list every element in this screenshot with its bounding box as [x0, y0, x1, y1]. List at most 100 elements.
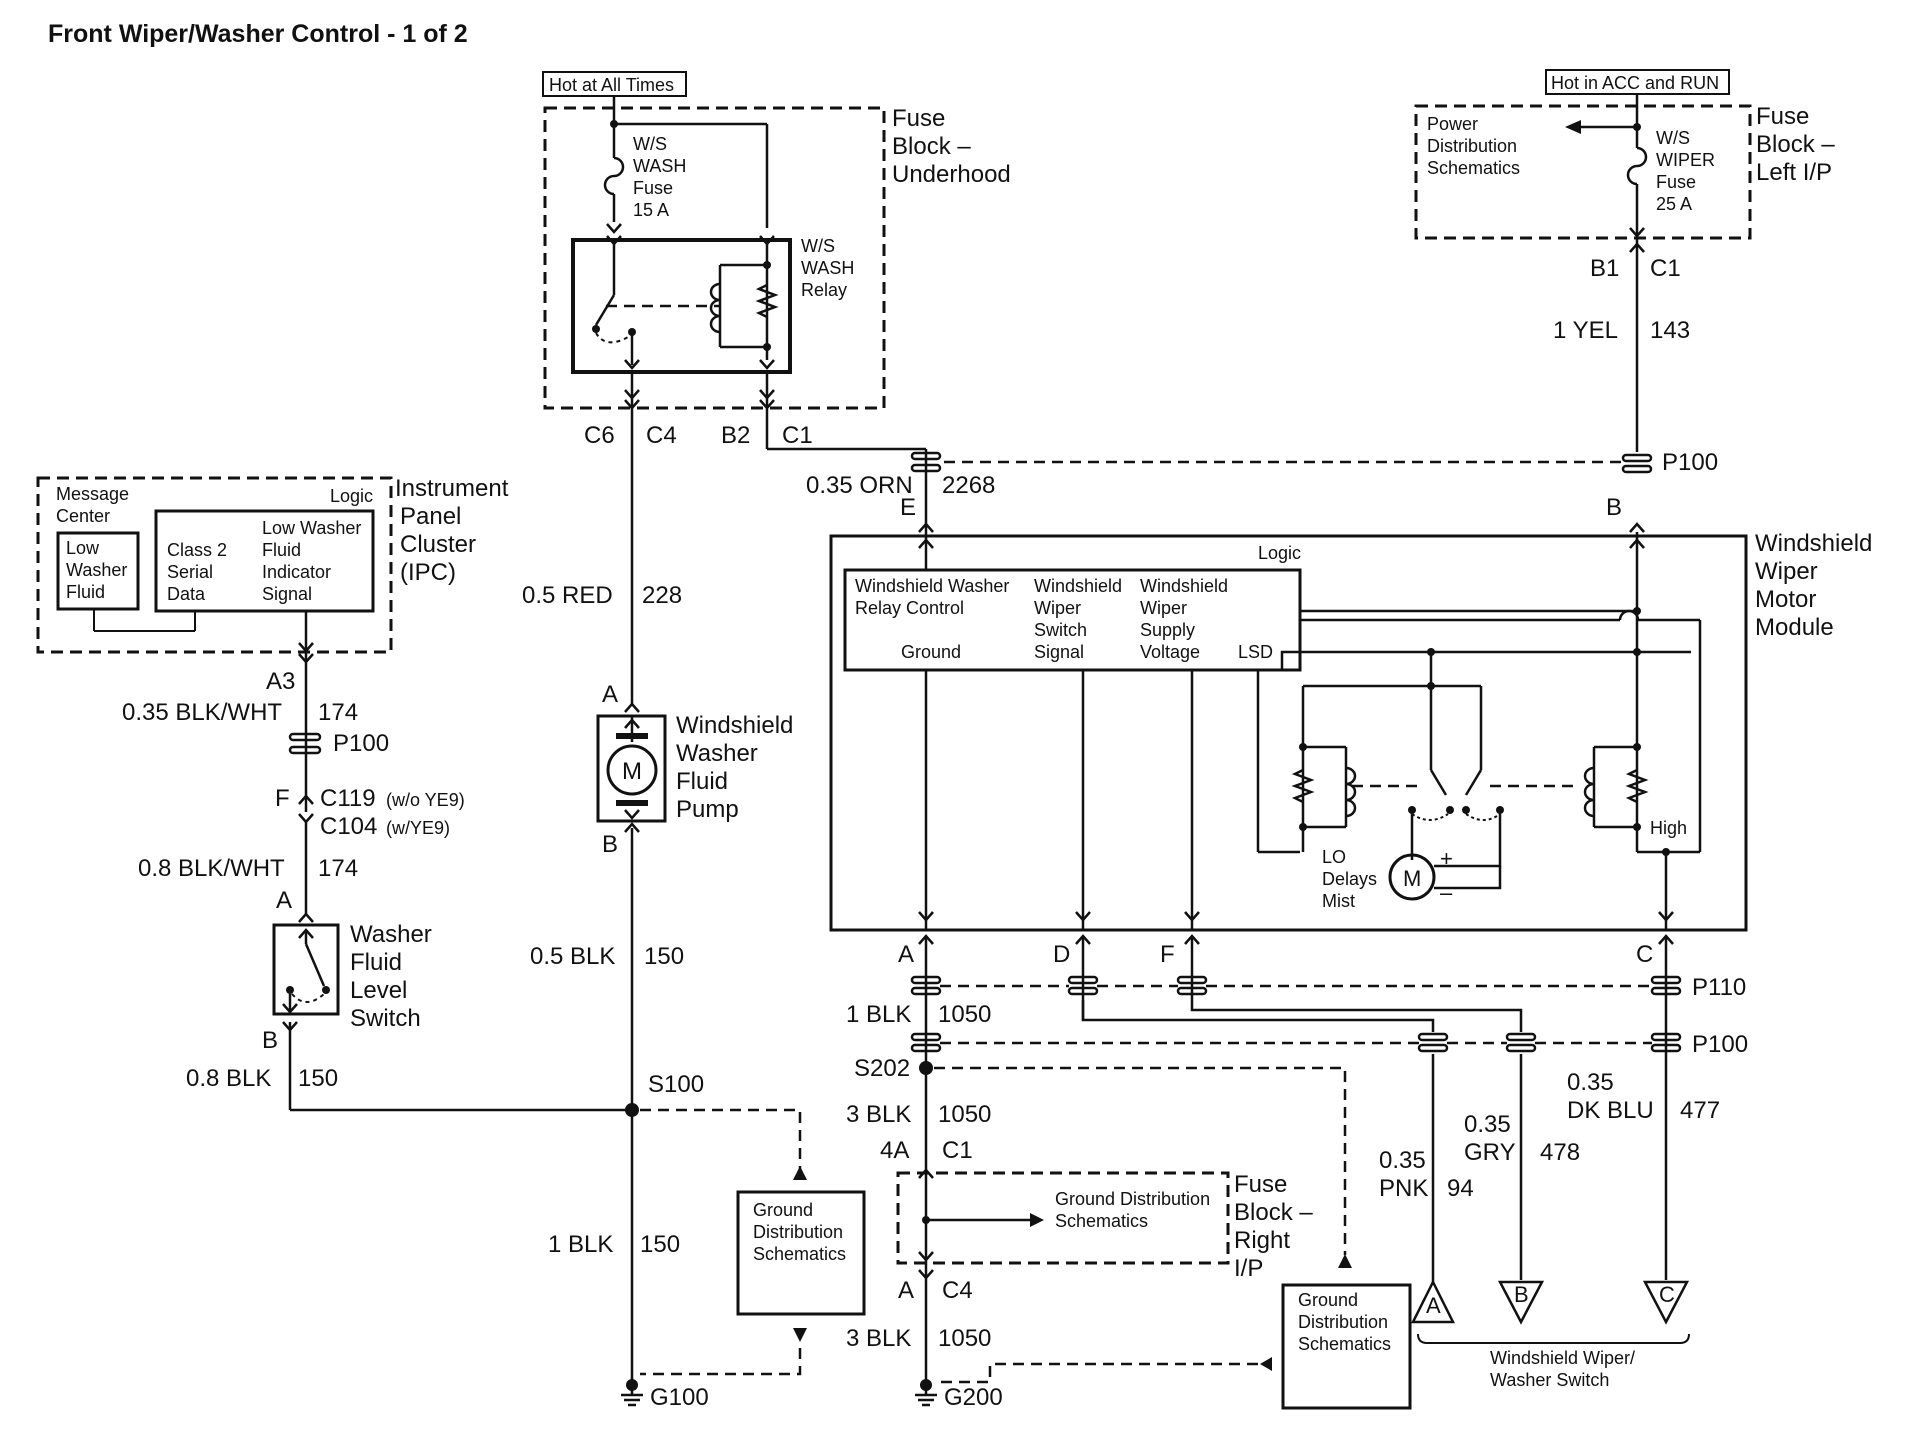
- wire-pnk-gauge2: PNK: [1379, 1175, 1428, 1202]
- relay-control-l2: Relay Control: [855, 598, 964, 618]
- wire-yel-circuit: 143: [1650, 317, 1690, 344]
- ground-g100: G100: [650, 1384, 709, 1411]
- pin-a-right: A: [898, 1277, 914, 1304]
- module-label-l3: Motor: [1755, 586, 1816, 613]
- pin-f-module: F: [1160, 941, 1175, 968]
- pin-f: F: [275, 785, 290, 812]
- module-logic: Logic: [1258, 543, 1301, 563]
- conn-c6: C6: [584, 422, 615, 449]
- splice-s100-label: S100: [648, 1071, 704, 1098]
- diagram-title: Front Wiper/Washer Control - 1 of 2: [48, 20, 468, 48]
- indicator-l3: Indicator: [262, 562, 331, 582]
- gd-right-l2: Distribution: [1298, 1312, 1388, 1332]
- ws-wiper-fuse-l1: W/S: [1656, 128, 1690, 148]
- wire-orn-gauge: 0.35 ORN: [806, 472, 913, 499]
- fuse-block-underhood: Hot at All Times W/S WASH Fuse 15 A: [542, 71, 1011, 449]
- wire-blk-1050-b-gauge: 3 BLK: [846, 1101, 911, 1128]
- hot-at-all-times-label: Hot at All Times: [549, 75, 674, 95]
- ws-wash-fuse-l2: WASH: [633, 156, 686, 176]
- wire-dkblu-gauge2: DK BLU: [1567, 1097, 1654, 1124]
- wire-blkwht-b-circuit: 174: [318, 855, 358, 882]
- power-dist-l2: Distribution: [1427, 136, 1517, 156]
- ws-wash-relay-l2: WASH: [801, 258, 854, 278]
- pin-b-pump: B: [602, 831, 618, 858]
- conn-c1-uh: C1: [782, 422, 813, 449]
- module-label-l2: Wiper: [1755, 558, 1818, 585]
- ground-dist-box-right: [1281, 1283, 1412, 1410]
- washer-fluid-level-switch: Washer Fluid Level Switch B 0.8 BLK 150: [186, 921, 630, 1112]
- fuse-block-underhood-l2: Block –: [892, 133, 971, 160]
- pump-motor-m: M: [622, 758, 642, 785]
- indicator-l1: Low Washer: [262, 518, 361, 538]
- pump-label-l4: Pump: [676, 796, 739, 823]
- offpage-c: C: [1659, 1282, 1675, 1307]
- wire-blk-pump-gauge: 0.5 BLK: [530, 943, 615, 970]
- gd-right-l3: Schematics: [1298, 1334, 1391, 1354]
- pump-label-l1: Windshield: [676, 712, 793, 739]
- pin-a-switch: A: [276, 887, 292, 914]
- conn-b1: B1: [1590, 255, 1619, 282]
- wire-pnk-circuit: 94: [1447, 1175, 1474, 1202]
- offpage-a: A: [1426, 1293, 1441, 1318]
- hot-acc-run-label: Hot in ACC and RUN: [1551, 73, 1719, 93]
- wire-blkwht-a-gauge: 0.35 BLK/WHT: [122, 699, 282, 726]
- pin-a-module: A: [898, 941, 914, 968]
- pump-label-l3: Fluid: [676, 768, 728, 795]
- relay-control-l1: Windshield Washer: [855, 576, 1009, 596]
- pin-e: E: [900, 494, 916, 521]
- class2-l3: Data: [167, 584, 206, 604]
- pin-b-switch: B: [262, 1027, 278, 1054]
- fuse-block-left-l3: Left I/P: [1756, 159, 1832, 186]
- wire-blk-pump-circuit: 150: [644, 943, 684, 970]
- wire-blk-1050-a-gauge: 1 BLK: [846, 1001, 911, 1028]
- wire-blk-switch-gauge: 0.8 BLK: [186, 1065, 271, 1092]
- ipc-label-l2: Panel: [400, 503, 461, 530]
- pin-a-pump: A: [602, 681, 618, 708]
- conn-p100-ipc: P100: [333, 730, 389, 757]
- module-lsd: LSD: [1238, 642, 1273, 662]
- power-dist-l1: Power: [1427, 114, 1478, 134]
- switch-signal-l2: Wiper: [1034, 598, 1081, 618]
- module-high: High: [1650, 818, 1687, 838]
- fuse-block-left-ip: Hot in ACC and RUN Power Distribution Sc…: [1414, 69, 1835, 452]
- wire-dkblu-circuit: 477: [1680, 1097, 1720, 1124]
- ws-wiper-fuse-l2: WIPER: [1656, 150, 1715, 170]
- wire-blk-1050-c-circuit: 1050: [938, 1325, 991, 1352]
- ground-g200: G200: [944, 1384, 1003, 1411]
- conn-c1-right: C1: [942, 1137, 973, 1164]
- gd-right-fb-l1: Ground Distribution: [1055, 1189, 1210, 1209]
- switch-signal-l4: Signal: [1034, 642, 1084, 662]
- switch-signal-l1: Windshield: [1034, 576, 1122, 596]
- conn-c4-uh: C4: [646, 422, 677, 449]
- p110-connectors: P110: [910, 974, 1746, 1001]
- wire-gry-gauge1: 0.35: [1464, 1111, 1511, 1138]
- gd-left-l3: Schematics: [753, 1244, 846, 1264]
- orn-2268-circuit: P100 0.35 ORN 2268 E B: [765, 405, 1718, 540]
- circuit-174: 0.35 BLK/WHT 174 P100 F C119 (w/o YE9) C…: [122, 660, 465, 923]
- msg-center-l1: Message: [56, 484, 129, 504]
- wire-yel-gauge: 1 YEL: [1553, 317, 1618, 344]
- wire-blkwht-b-gauge: 0.8 BLK/WHT: [138, 855, 285, 882]
- ipc-label-l4: (IPC): [400, 559, 456, 586]
- conn-p100-bottom: P100: [1692, 1031, 1748, 1058]
- module-outputs: A D F C P110: [846, 934, 1748, 1390]
- conn-c119-note: (w/o YE9): [386, 790, 465, 810]
- conn-c104-note: (w/YE9): [386, 818, 450, 838]
- msg-center-l2: Center: [56, 506, 110, 526]
- splice-s202: [919, 1061, 933, 1075]
- ipc-label-l1: Instrument: [395, 475, 509, 502]
- pin-4a: 4A: [880, 1137, 909, 1164]
- supply-voltage-l1: Windshield: [1140, 576, 1228, 596]
- indicator-l4: Signal: [262, 584, 312, 604]
- fuse-block-right-l3: Right: [1234, 1227, 1290, 1254]
- module-label-l1: Windshield: [1755, 530, 1872, 557]
- ws-wiper-fuse-l3: Fuse: [1656, 172, 1696, 192]
- wiper-motor: [1388, 853, 1436, 901]
- instrument-panel-cluster: Message Center Logic Low Washer Fluid Cl…: [36, 475, 509, 695]
- switch-label-l2: Fluid: [350, 949, 402, 976]
- fuse-block-right-l4: I/P: [1234, 1255, 1263, 1282]
- wire-blk-g100-circuit: 150: [640, 1231, 680, 1258]
- pump-label-l2: Washer: [676, 740, 758, 767]
- fuse-block-right-ip: Ground Distribution Schematics Fuse Bloc…: [846, 1168, 1412, 1411]
- wire-red-circuit: 228: [642, 582, 682, 609]
